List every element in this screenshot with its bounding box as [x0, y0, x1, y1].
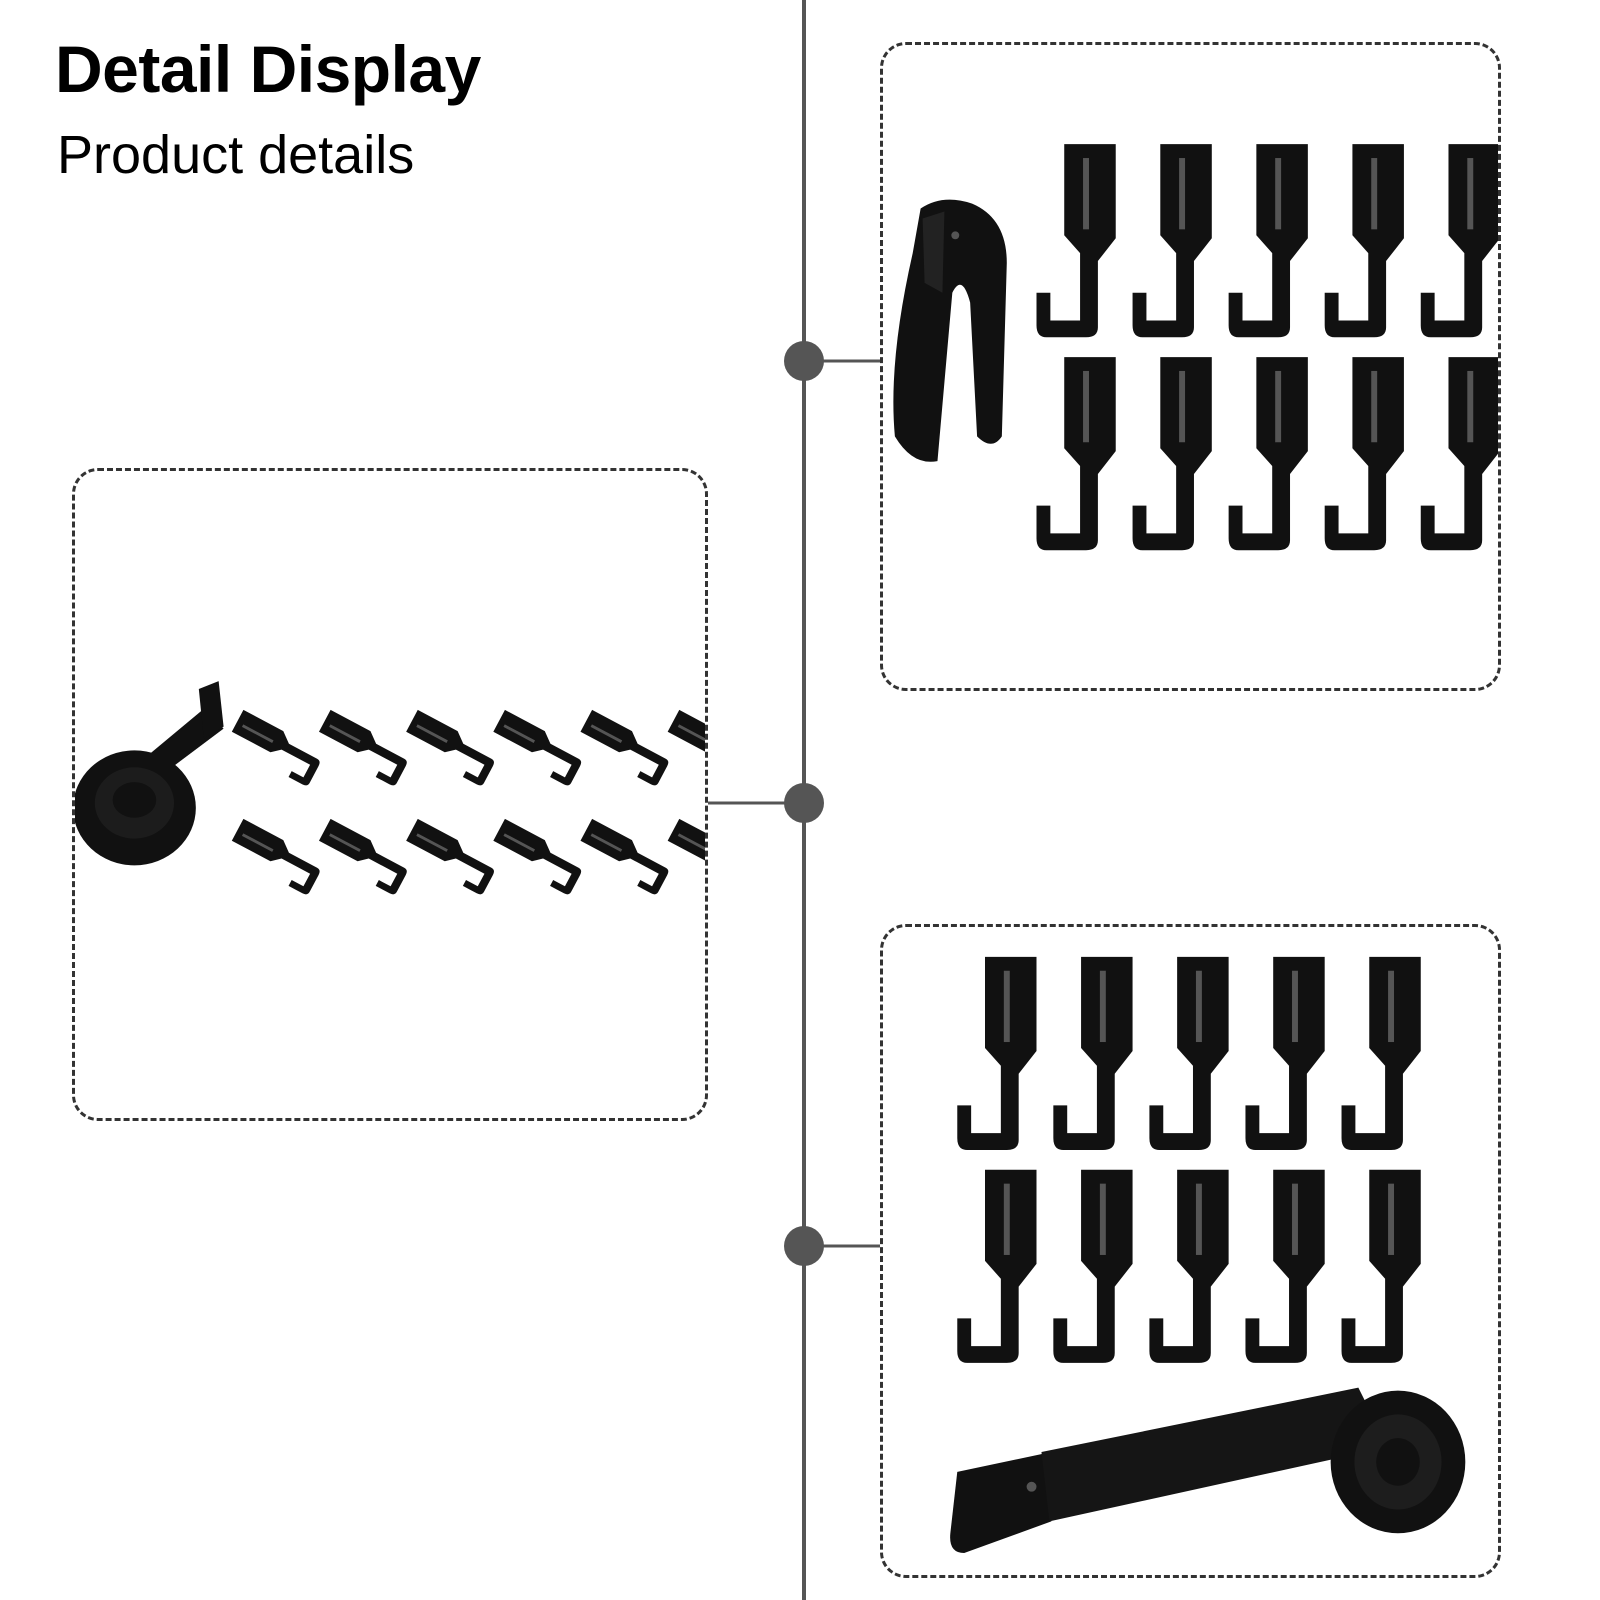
hook-icon	[1324, 144, 1404, 338]
detail-panel-bot	[880, 924, 1501, 1578]
hook-icon	[318, 818, 407, 895]
hook-icon	[667, 709, 705, 786]
hook-icon	[1036, 357, 1116, 551]
hook-icon	[1420, 144, 1498, 338]
hook-icon	[580, 709, 669, 786]
hook-icon	[231, 709, 320, 786]
hook-icon	[406, 818, 494, 895]
timeline-node-bot	[784, 1226, 824, 1266]
hook-icon	[318, 709, 407, 786]
product-photo-mid	[75, 681, 705, 895]
hook-icon	[231, 818, 320, 895]
page-subtitle: Product details	[57, 125, 415, 185]
hook-icon	[1341, 1169, 1421, 1363]
hook-icon	[493, 709, 582, 786]
timeline-node-mid	[784, 783, 824, 823]
hook-icon	[1341, 956, 1421, 1150]
strap-folded-icon	[893, 199, 1007, 462]
hook-icon	[1149, 956, 1229, 1150]
product-photo-bot	[950, 956, 1466, 1554]
strap-roll-icon	[75, 681, 224, 866]
hook-icon	[1228, 144, 1308, 338]
hook-icon	[957, 1169, 1037, 1363]
hook-icon	[406, 709, 494, 786]
hook-icon	[1132, 144, 1212, 338]
hook-icon	[1149, 1169, 1229, 1363]
hook-icon	[1228, 357, 1308, 551]
strap-roll-icon	[950, 1387, 1466, 1554]
hook-icon	[1420, 357, 1498, 551]
hook-icon	[1132, 357, 1212, 551]
hook-icon	[1036, 144, 1116, 338]
product-photo-top	[893, 144, 1498, 551]
page-title: Detail Display	[55, 32, 481, 106]
hook-icon	[1245, 956, 1325, 1150]
hook-icon	[493, 818, 582, 895]
detail-panel-top	[880, 42, 1501, 691]
hook-icon	[580, 818, 669, 895]
detail-panel-mid	[72, 468, 708, 1121]
hook-icon	[1053, 956, 1133, 1150]
hook-icon	[1053, 1169, 1133, 1363]
hook-icon	[667, 818, 705, 895]
timeline-node-top	[784, 341, 824, 381]
hook-icon	[1324, 357, 1404, 551]
hook-icon	[1245, 1169, 1325, 1363]
hook-icon	[957, 956, 1037, 1150]
